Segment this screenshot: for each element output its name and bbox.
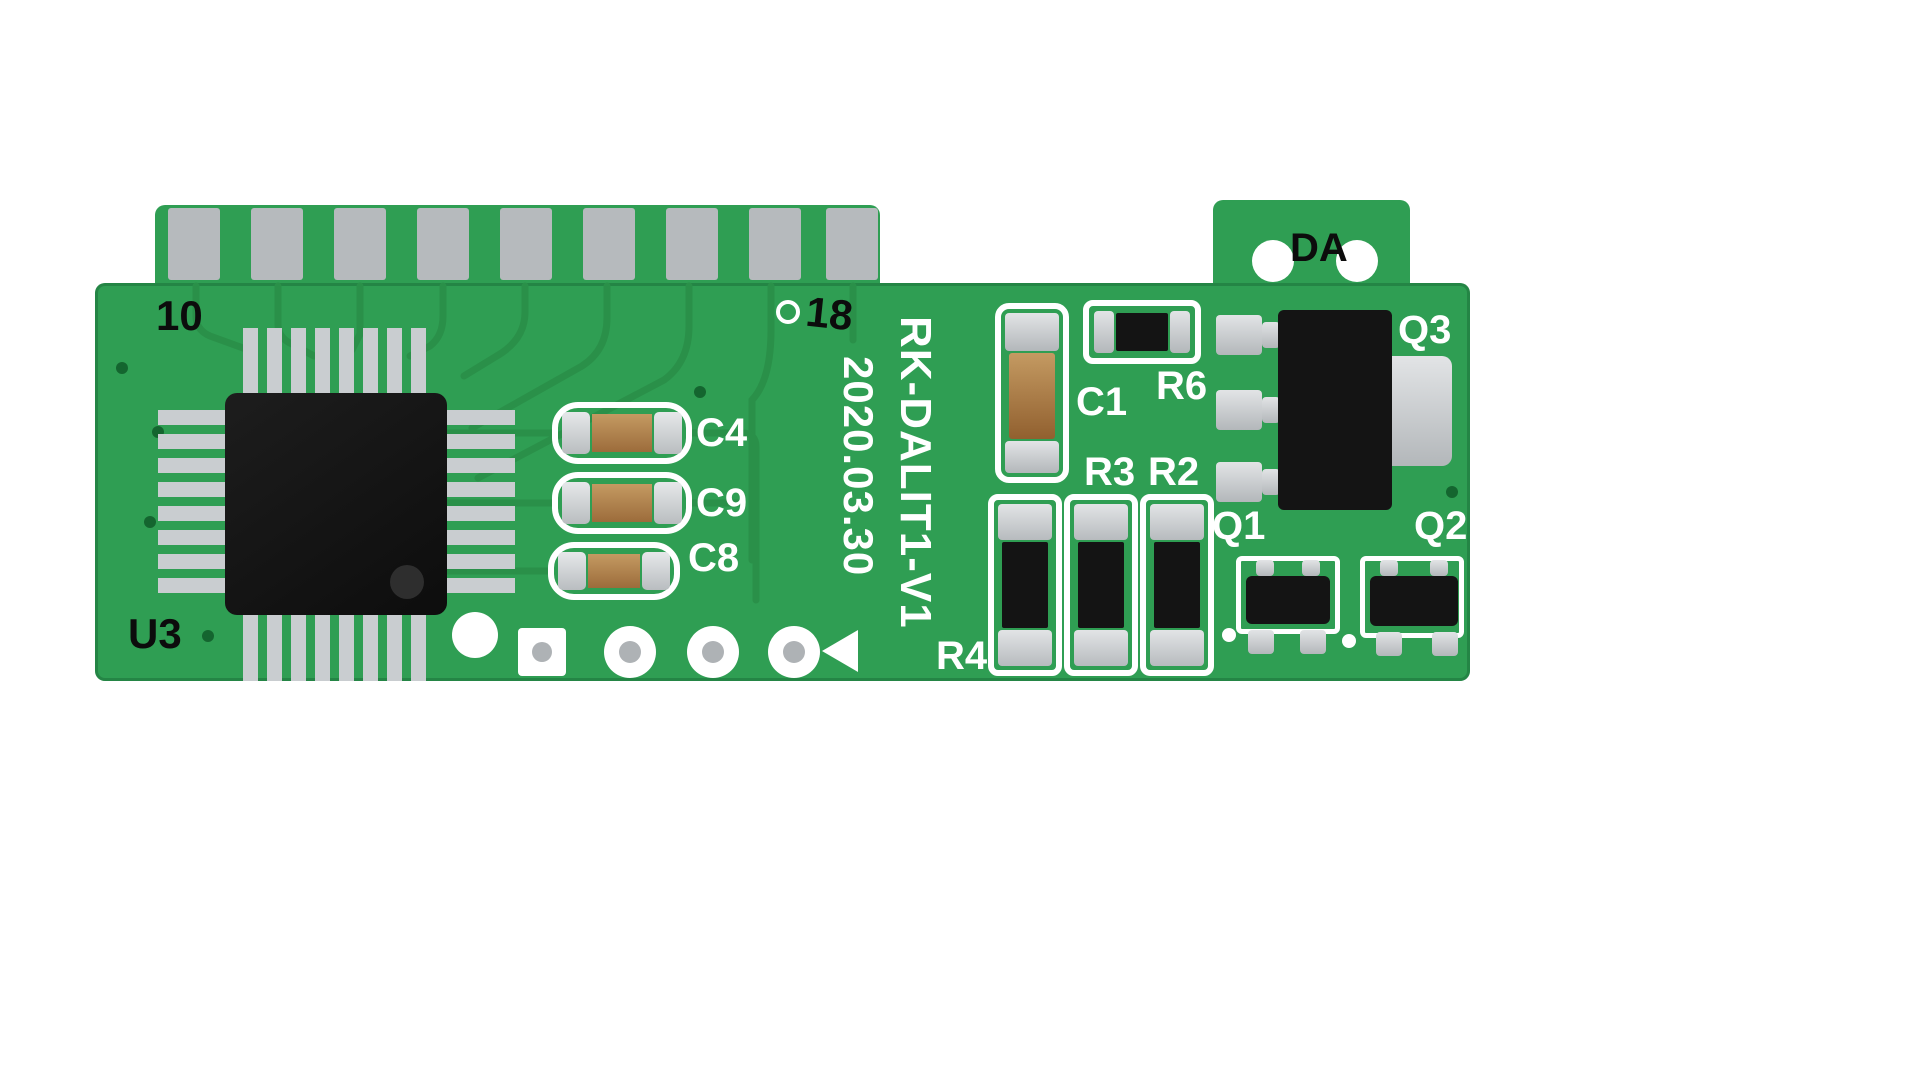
capacitor-terminal — [654, 482, 682, 524]
resistor-body — [1002, 542, 1048, 628]
resistor-terminal — [998, 630, 1052, 666]
resistor-terminal — [1170, 311, 1190, 353]
resistor-body — [1078, 542, 1124, 628]
mcu-chip-body — [225, 393, 447, 615]
mcu-pins-right — [447, 410, 515, 600]
silkscreen-pin18-label: 18 — [803, 287, 856, 340]
resistor-terminal — [1150, 630, 1204, 666]
silkscreen-q2-label: Q2 — [1414, 504, 1468, 548]
connector-pin-pad — [666, 208, 718, 280]
q2-pad — [1376, 632, 1402, 656]
q1-lead — [1302, 560, 1320, 576]
q1-lead — [1256, 560, 1274, 576]
q3-heatsink-tab — [1392, 356, 1452, 466]
resistor-terminal — [998, 504, 1052, 540]
silkscreen-q1-label: Q1 — [1212, 504, 1266, 548]
silkscreen-model-text: RK-DALIT1-V1 — [891, 316, 940, 629]
q3-lead — [1262, 322, 1280, 348]
resistor-terminal — [1074, 504, 1128, 540]
silkscreen-da-label: DA — [1290, 226, 1348, 270]
resistor-r4-body — [988, 494, 1062, 676]
board-da-tab — [1213, 200, 1410, 288]
mcu-pin1-dot — [390, 565, 424, 599]
q3-lead-pad — [1216, 315, 1262, 355]
round-solder-pad — [604, 626, 656, 678]
resistor-terminal — [1150, 504, 1204, 540]
silkscreen-c4-label: C4 — [696, 411, 748, 455]
transistor-q1-body — [1246, 576, 1330, 624]
silkscreen-r2-label: R2 — [1148, 450, 1200, 494]
resistor-r6 — [1083, 300, 1201, 364]
pad-hole — [783, 641, 805, 663]
resistor-r2-body — [1140, 494, 1214, 676]
pad-hole — [619, 641, 641, 663]
mcu-pins-top — [243, 328, 433, 394]
mcu-pins-bottom — [243, 615, 433, 681]
silkscreen-c8-label: C8 — [688, 536, 740, 580]
capacitor-terminal — [654, 412, 682, 454]
q1-pad — [1300, 630, 1326, 654]
q2-lead — [1380, 560, 1398, 576]
silkscreen-r6-label: R6 — [1156, 364, 1208, 408]
q2-lead — [1430, 560, 1448, 576]
silkscreen-u3-label: U3 — [128, 610, 182, 657]
resistor-body — [1116, 313, 1168, 351]
capacitor-ceramic — [592, 484, 652, 522]
capacitor-ceramic — [1009, 353, 1055, 439]
q1-silkscreen-outline — [1236, 556, 1340, 634]
capacitor-terminal — [562, 482, 590, 524]
silkscreen-pin10-label: 10 — [156, 292, 203, 339]
silkscreen-r4-label: R4 — [936, 634, 988, 678]
capacitor-terminal — [642, 552, 670, 590]
resistor-body — [1154, 542, 1200, 628]
capacitor-terminal — [558, 552, 586, 590]
square-solder-pad — [518, 628, 566, 676]
connector-pin-pad — [500, 208, 552, 280]
connector-pin-pad — [168, 208, 220, 280]
pad-hole — [532, 642, 552, 662]
capacitor-c8 — [548, 542, 680, 600]
silkscreen-c1-label: C1 — [1076, 380, 1128, 424]
capacitor-c9 — [552, 472, 692, 534]
silkscreen-date-text: 2020.03.30 — [835, 356, 882, 577]
resistor-terminal — [1074, 630, 1128, 666]
q3-lead — [1262, 397, 1280, 423]
connector-pin-pad — [826, 208, 878, 280]
mcu-pins-left — [158, 410, 226, 600]
round-solder-pad — [452, 612, 498, 658]
q2-pad — [1432, 632, 1458, 656]
capacitor-terminal — [562, 412, 590, 454]
connector-pin-pad — [417, 208, 469, 280]
capacitor-ceramic — [588, 554, 640, 588]
capacitor-c1 — [995, 303, 1069, 483]
pad-hole — [702, 641, 724, 663]
capacitor-terminal — [1005, 313, 1059, 351]
transistor-q2-body — [1370, 576, 1458, 626]
da-round-pad — [1252, 240, 1294, 282]
fiducial-dot — [1222, 628, 1236, 642]
q2-silkscreen-outline — [1360, 556, 1464, 638]
connector-pin-pad — [251, 208, 303, 280]
connector-pin-pad — [749, 208, 801, 280]
q3-lead-pad — [1216, 390, 1262, 430]
silkscreen-arrow-marker — [822, 630, 858, 672]
connector-pin-pad — [334, 208, 386, 280]
connector-pin-pad — [583, 208, 635, 280]
q1-pad — [1248, 630, 1274, 654]
resistor-terminal — [1094, 311, 1114, 353]
silkscreen-q3-label: Q3 — [1398, 308, 1452, 352]
q3-lead-pad — [1216, 462, 1262, 502]
da-round-pad — [1336, 240, 1378, 282]
silkscreen-c9-label: C9 — [696, 481, 748, 525]
round-solder-pad — [687, 626, 739, 678]
q3-lead — [1262, 469, 1280, 495]
silkscreen-r3-label: R3 — [1084, 450, 1136, 494]
resistor-r3-body — [1064, 494, 1138, 676]
fiducial-dot — [1342, 634, 1356, 648]
capacitor-c4 — [552, 402, 692, 464]
transistor-q3-body — [1278, 310, 1392, 510]
capacitor-terminal — [1005, 441, 1059, 473]
round-solder-pad — [768, 626, 820, 678]
capacitor-ceramic — [592, 414, 652, 452]
